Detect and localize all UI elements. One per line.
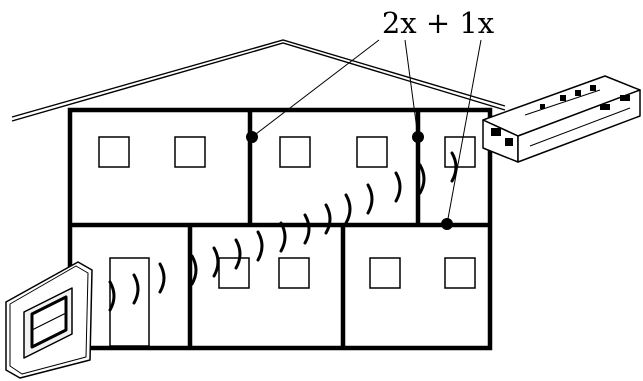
signal-icon bbox=[344, 193, 352, 225]
nodes bbox=[246, 131, 453, 230]
signal-icon bbox=[212, 246, 220, 278]
window-lower-right-1 bbox=[369, 257, 401, 289]
signal-icon bbox=[324, 203, 332, 235]
node-dot-icon bbox=[246, 131, 258, 143]
door bbox=[109, 257, 150, 347]
node-dot-icon bbox=[412, 131, 424, 143]
window-upper-left-2 bbox=[174, 136, 206, 168]
window-upper-left-1 bbox=[98, 136, 130, 168]
signal-icon bbox=[158, 262, 166, 294]
signal-icon bbox=[132, 273, 140, 305]
window-lower-middle-1 bbox=[218, 257, 250, 289]
signal-icon bbox=[450, 151, 458, 183]
diagram-label: 2x + 1x bbox=[382, 6, 494, 40]
signal-icon bbox=[394, 171, 402, 203]
window-upper-middle-2 bbox=[356, 136, 388, 168]
signal-icon bbox=[303, 213, 311, 245]
signal-icon bbox=[366, 183, 374, 215]
roof bbox=[11, 39, 506, 122]
window-lower-right-2 bbox=[444, 257, 476, 289]
window-upper-right bbox=[444, 136, 476, 168]
wall-switch-icon bbox=[5, 261, 93, 379]
node-dot-icon bbox=[441, 218, 453, 230]
signal-icon bbox=[256, 230, 264, 262]
window-lower-middle-2 bbox=[278, 257, 310, 289]
windows bbox=[98, 136, 476, 347]
window-upper-middle-1 bbox=[279, 136, 311, 168]
signal-arcs bbox=[108, 151, 458, 312]
leader-lines bbox=[251, 39, 482, 225]
signal-icon bbox=[190, 254, 198, 286]
receiver-module-icon bbox=[482, 75, 641, 163]
signal-icon bbox=[234, 238, 242, 270]
signal-icon bbox=[418, 163, 426, 195]
signal-icon bbox=[108, 280, 116, 312]
signal-icon bbox=[279, 221, 287, 253]
house-walls bbox=[67, 107, 493, 351]
